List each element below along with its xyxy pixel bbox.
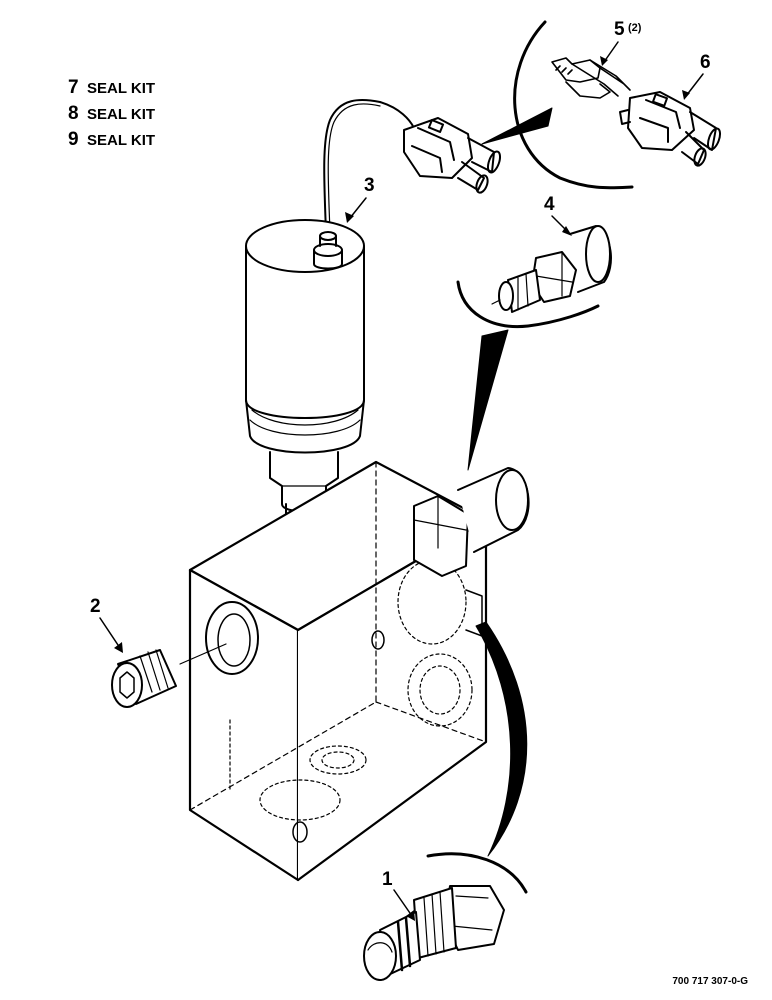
detail-bubble-arc-1 [426,852,528,894]
coil-body [245,245,365,419]
leader-1 [393,889,413,917]
detail-bubble-arc [513,20,634,190]
connector-housing [619,91,722,167]
coil-top [245,219,365,273]
cartridge-1-detail-view [363,621,528,981]
figure-id: 700 717 307-0-G [672,976,748,987]
leader-6 [685,73,704,97]
front-port [205,601,259,675]
solenoid-lead-wire [323,99,415,233]
solenoid-coil [245,219,365,526]
callout-2: 2 [90,596,101,617]
detail-leader-wedge [481,107,553,145]
side-cartridge-installed [413,467,530,637]
parts-list-item: 7 SEAL KIT [68,77,155,98]
parts-list-item: 8 SEAL KIT [68,103,155,124]
main-connector [403,117,502,194]
parts-list-item: 9 SEAL KIT [68,129,155,150]
parts-list: 7 SEAL KIT 8 SEAL KIT 9 SEAL KIT [68,77,155,150]
callout-3: 3 [364,175,375,196]
valve-manifold-block [188,460,488,882]
leader-3 [349,197,367,219]
terminal-pins [551,57,631,99]
callout-6: 6 [700,52,711,73]
leader-5 [603,41,619,63]
callout-5: 5 [614,19,625,40]
leader-2 [99,617,121,649]
callout-1: 1 [382,869,393,890]
callout-4: 4 [544,194,555,215]
callout-5-qty: (2) [628,22,642,34]
detail-bubble-arc-4 [456,280,600,329]
pipe-plug [111,643,227,708]
detail-leader-wedge-4 [467,329,509,471]
cartridge-4-detail-view [456,225,612,471]
connector-detail-view: 5 (2) 6 [481,19,722,190]
leader-wedge-1 [475,621,528,857]
